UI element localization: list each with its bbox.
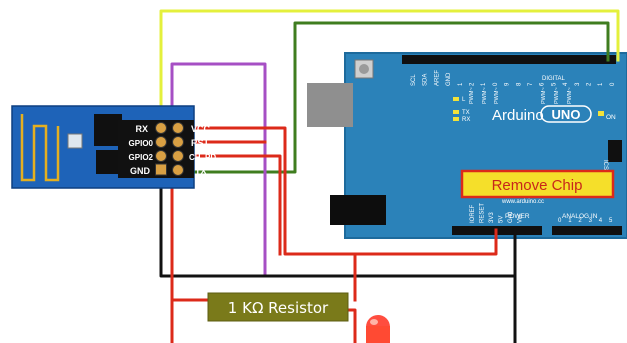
digital-pin-label: 5 bbox=[551, 82, 557, 86]
arduino-brand: Arduino bbox=[492, 107, 544, 124]
esp-main-chip bbox=[96, 150, 122, 174]
analog-header-label: ANALOG IN bbox=[562, 213, 598, 220]
esp-chip-small bbox=[67, 133, 83, 149]
digital-pin-label: 0 bbox=[493, 82, 499, 86]
icsp-label: ICSP bbox=[602, 160, 608, 174]
vcc-wire bbox=[182, 126, 498, 256]
digital-pin-label: 0 bbox=[610, 82, 616, 86]
digital-pin-label: GND bbox=[446, 72, 452, 86]
pwm-label: PWM~ bbox=[482, 87, 488, 104]
on-label: ON bbox=[606, 114, 616, 121]
usb-connector bbox=[307, 83, 353, 127]
power-pin-label: RESET bbox=[480, 203, 486, 223]
analog-pin-label: 5 bbox=[609, 218, 613, 224]
esp8266-module: RX GPIO0 GPIO2 GND VCC RST CH_PD TX bbox=[11, 105, 216, 189]
digital-pin-label: SCL bbox=[411, 74, 417, 86]
analog-pin-label: 0 bbox=[558, 218, 562, 224]
esp-pin-gpio2: GPIO2 bbox=[129, 153, 154, 162]
red-led bbox=[366, 315, 390, 343]
esp-pin-rst: RST bbox=[191, 138, 210, 148]
esp-pin-vcc: VCC bbox=[191, 124, 211, 134]
antenna-trace bbox=[20, 114, 60, 182]
analog-pin-label: 2 bbox=[578, 218, 582, 224]
arduino-board: Arduino UNO ON L TX RX DIGITAL ICSP www.… bbox=[307, 52, 627, 239]
pwm-label: PWM~ bbox=[541, 87, 547, 104]
digital-pin-label: SDA bbox=[423, 74, 429, 86]
pwm-label: PWM~ bbox=[567, 87, 573, 104]
arduino-model: UNO bbox=[552, 107, 581, 122]
power-pin-label: 5V bbox=[499, 216, 505, 223]
power-pin-label: Gnd bbox=[508, 212, 514, 223]
analog-pin-label: 1 bbox=[568, 218, 572, 224]
digital-pin-label: 1 bbox=[458, 82, 464, 86]
esp-flash-chip bbox=[94, 114, 122, 146]
pwm-label: PWM~ bbox=[469, 87, 475, 104]
arduino-url: www.arduino.cc bbox=[501, 199, 544, 205]
on-led bbox=[598, 111, 604, 116]
power-pin-label: IOREF bbox=[470, 204, 476, 223]
power-pin-label: 3V3 bbox=[489, 212, 495, 223]
digital-pin-label: 9 bbox=[505, 82, 511, 86]
digital-pin-label: 2 bbox=[587, 82, 593, 86]
remove-chip-callout: Remove Chip bbox=[460, 169, 615, 199]
pwm-label: PWM~ bbox=[494, 87, 500, 104]
digital-pin-label: 8 bbox=[516, 82, 522, 86]
digital-pin-label: 1 bbox=[598, 82, 604, 86]
pwm-labels: PWM~ PWM~ PWM~ PWM~ PWM~ PWM~ bbox=[469, 87, 573, 104]
green-wire bbox=[182, 21, 610, 174]
analog-pin-label: 4 bbox=[599, 218, 603, 224]
icsp-header bbox=[608, 140, 622, 162]
l-led bbox=[453, 97, 459, 101]
digital-header bbox=[402, 55, 616, 64]
digital-pin-label: 7 bbox=[528, 82, 534, 86]
esp-pin-rx: RX bbox=[135, 124, 148, 134]
digital-pin-label: 1 bbox=[481, 82, 487, 86]
ground-wire bbox=[159, 166, 517, 343]
analog-pin-label: 3 bbox=[589, 218, 593, 224]
digital-pin-label: AREF bbox=[434, 70, 440, 86]
esp-pin-ch-pd: CH_PD bbox=[189, 153, 216, 162]
analog-header bbox=[552, 226, 622, 235]
digital-pin-label: 2 bbox=[470, 82, 476, 86]
wires bbox=[159, 9, 620, 343]
esp-pin-tx: TX bbox=[195, 166, 207, 176]
digital-pin-label: 4 bbox=[563, 82, 569, 86]
esp-pin-circles bbox=[155, 122, 184, 176]
tx-led-label: TX bbox=[462, 110, 470, 116]
ch-pd-wire bbox=[182, 154, 282, 256]
arduino-pcb bbox=[345, 53, 627, 238]
power-header-label: POWER bbox=[505, 213, 530, 220]
rx-led-label: RX bbox=[462, 117, 470, 123]
pwm-label: PWM~ bbox=[554, 87, 560, 104]
power-pin-label: Vin bbox=[518, 214, 524, 223]
esp-pin-gpio0: GPIO0 bbox=[129, 139, 154, 148]
resistor-label: 1 KΩ Resistor bbox=[228, 299, 329, 317]
purple-wire bbox=[170, 62, 267, 278]
power-jack bbox=[330, 195, 386, 225]
yellow-wire bbox=[159, 9, 620, 130]
digital-pin-label: 3 bbox=[575, 82, 581, 86]
l-label: L bbox=[462, 97, 466, 103]
digital-label: DIGITAL bbox=[542, 76, 566, 82]
remove-chip-label: Remove Chip bbox=[492, 177, 583, 194]
digital-pin-label: 6 bbox=[540, 82, 546, 86]
resistor-label-box: 1 KΩ Resistor bbox=[207, 292, 349, 322]
esp-pin-gnd: GND bbox=[130, 166, 151, 176]
